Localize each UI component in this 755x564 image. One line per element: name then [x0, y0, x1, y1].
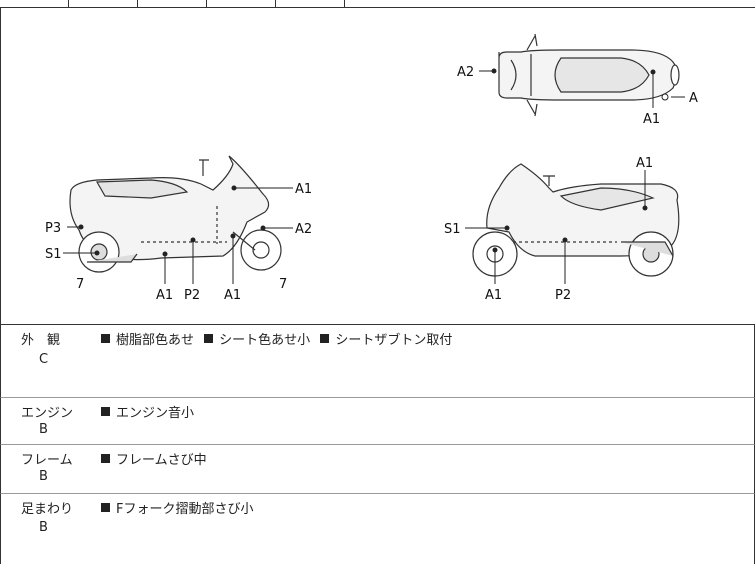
- label-right-s1: S1: [444, 222, 461, 237]
- row-name: 足まわり: [21, 502, 74, 517]
- row-name: エンジン: [21, 406, 74, 421]
- scooter-left-view: [69, 155, 282, 273]
- row-grade: C: [39, 352, 49, 367]
- table-row-engine: エンジン B エンジン音小: [0, 398, 755, 445]
- row-grade: B: [39, 469, 48, 484]
- table-cell: [276, 0, 345, 7]
- label-right-a1-bottom: A1: [485, 288, 502, 303]
- note-text: シート色あせ小: [219, 333, 311, 348]
- note-text: Fフォーク摺動部さび小: [116, 502, 254, 517]
- row-notes: 樹脂部色あせ シート色あせ小 シートザブトン取付: [101, 329, 458, 348]
- row-grade: B: [39, 422, 48, 437]
- row-name: フレーム: [21, 453, 73, 468]
- bullet-square-icon: [101, 503, 110, 512]
- row-name: 外 観: [21, 333, 61, 348]
- table-row-exterior: 外 観 C 樹脂部色あせ シート色あせ小 シートザブトン取付: [0, 325, 755, 398]
- label-right-p2: P2: [555, 288, 571, 303]
- scooter-top-view: [498, 33, 680, 117]
- table-row-frame: フレーム B フレームさび中: [0, 445, 755, 494]
- table-cell: [138, 0, 207, 7]
- label-left-s1: S1: [45, 247, 62, 262]
- table-cell: [69, 0, 138, 7]
- bullet-square-icon: [101, 454, 110, 463]
- table-cell: [0, 0, 69, 7]
- label-right-a1-top: A1: [636, 156, 653, 171]
- note-text: シートザブトン取付: [335, 333, 453, 348]
- condition-table: 外 観 C 樹脂部色あせ シート色あせ小 シートザブトン取付 エンジン B エン…: [0, 325, 755, 564]
- row-notes: Fフォーク摺動部さび小: [101, 498, 259, 517]
- label-top-a2: A2: [457, 65, 474, 80]
- scooter-diagram-svg: A2 A A1 A1 A2 P3 S1 7 A1 P2 A1 7 A1 S1 A…: [45, 33, 698, 303]
- label-left-a2: A2: [295, 222, 312, 237]
- label-left-a1-top: A1: [295, 182, 312, 197]
- table-row-suspension: 足まわり B Fフォーク摺動部さび小: [0, 494, 755, 564]
- row-notes: エンジン音小: [101, 402, 200, 421]
- label-top-a: A: [689, 91, 698, 106]
- note-text: エンジン音小: [116, 406, 195, 421]
- note-text: 樹脂部色あせ: [116, 333, 195, 348]
- label-left-7a: 7: [76, 277, 84, 292]
- bullet-square-icon: [101, 334, 110, 343]
- label-top-a1: A1: [643, 112, 660, 127]
- row-notes: フレームさび中: [101, 449, 213, 468]
- label-left-p3: P3: [45, 221, 61, 236]
- damage-diagram: A2 A A1 A1 A2 P3 S1 7 A1 P2 A1 7 A1 S1 A…: [0, 8, 755, 325]
- bullet-square-icon: [101, 407, 110, 416]
- scooter-right-view: [472, 163, 680, 277]
- label-left-a1-bottom: A1: [156, 288, 173, 303]
- row-grade: B: [39, 520, 48, 535]
- note-text: フレームさび中: [116, 453, 207, 468]
- bullet-square-icon: [320, 334, 330, 343]
- label-left-a1-front: A1: [224, 288, 241, 303]
- label-left-7b: 7: [279, 277, 287, 292]
- bullet-square-icon: [204, 334, 214, 343]
- label-left-p2: P2: [184, 288, 200, 303]
- table-cell: [207, 0, 276, 7]
- table-top-strip: [0, 0, 755, 8]
